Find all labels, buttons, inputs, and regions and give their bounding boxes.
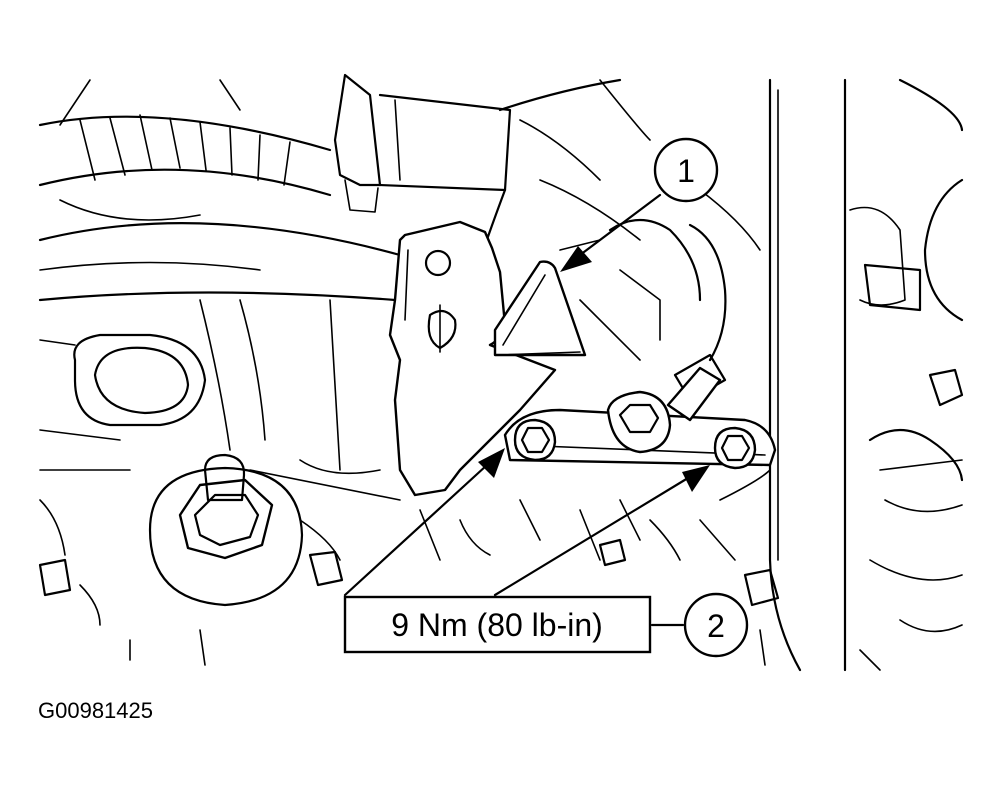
arrowhead-1 bbox=[560, 246, 592, 272]
leader-line-2a bbox=[343, 463, 489, 597]
arrowhead-2b bbox=[682, 465, 710, 492]
callout-leaders bbox=[343, 193, 710, 627]
bracket bbox=[388, 220, 587, 497]
callout-1: 1 bbox=[653, 137, 719, 203]
torque-spec-box: 9 Nm (80 lb-in) bbox=[343, 595, 652, 654]
leader-line-2b bbox=[493, 476, 690, 597]
arrowhead-2a bbox=[478, 448, 505, 478]
torque-spec-label: 9 Nm (80 lb-in) bbox=[391, 607, 603, 643]
leader-line-1 bbox=[578, 193, 662, 257]
engine-background bbox=[38, 73, 964, 672]
callout-2: 2 bbox=[683, 592, 749, 658]
callout-1-number: 1 bbox=[677, 153, 695, 189]
callout-1-circle bbox=[653, 137, 719, 203]
callout-2-circle bbox=[683, 592, 749, 658]
callout-2-number: 2 bbox=[707, 608, 725, 644]
figure-id: G00981425 bbox=[38, 698, 153, 723]
mounting-strap bbox=[503, 366, 777, 470]
